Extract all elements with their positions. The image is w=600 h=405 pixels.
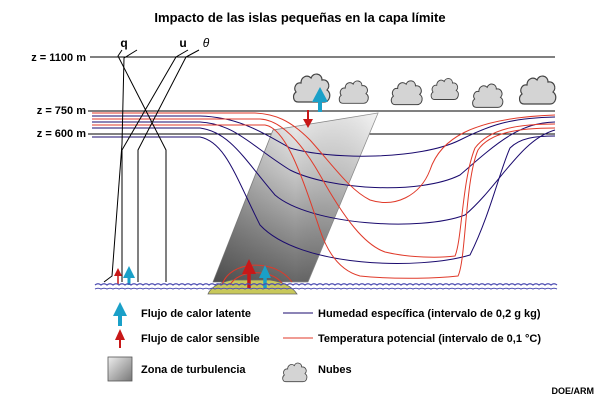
cloud-icon — [471, 83, 504, 109]
legend-turbulence-icon — [107, 356, 133, 382]
cloud-icon — [282, 362, 308, 383]
level-label-750: z = 750 m — [37, 105, 86, 117]
profile-label-u: u — [179, 36, 186, 50]
credit: DOE/ARM — [552, 386, 595, 396]
level-label-600: z = 600 m — [37, 128, 86, 140]
legend-sensible-label: Flujo de calor sensible — [141, 333, 260, 345]
ocean-surface — [94, 283, 558, 290]
legend-sensible-icon — [115, 329, 125, 348]
arrow-up-blue — [123, 266, 135, 285]
arrow-down-red — [303, 110, 313, 128]
level-label-1100: z = 1100 m — [31, 52, 86, 64]
legend-latent-icon — [113, 302, 127, 326]
arrow-up-red — [242, 259, 256, 288]
arrow-up-blue — [312, 87, 328, 112]
profile-label-q: q — [120, 36, 127, 50]
arrow-up-blue — [259, 265, 271, 288]
cloud-icon — [390, 80, 423, 106]
temperature-contours — [92, 112, 556, 279]
profile-label-theta: θ — [203, 36, 210, 50]
page-title: Impacto de las islas pequeñas en la capa… — [154, 10, 445, 25]
heat-dome — [221, 264, 293, 286]
turbulence-zone — [212, 112, 379, 283]
cloud-icon — [338, 80, 369, 104]
legend: Flujo de calor latente Flujo de calor se… — [107, 302, 541, 383]
legend-temperature-label: Temperatura potencial (intervalo de 0,1 … — [318, 333, 541, 345]
humidity-contours — [92, 115, 556, 264]
legend-clouds-label: Nubes — [318, 364, 352, 376]
legend-humidity-label: Humedad específica (intervalo de 0,2 g k… — [318, 308, 541, 320]
cloud-icon — [430, 77, 460, 101]
legend-turbulence-label: Zona de turbulencia — [141, 364, 246, 376]
cloud-icon — [518, 75, 557, 105]
arrow-up-red — [114, 268, 122, 284]
legend-latent-label: Flujo de calor latente — [141, 308, 251, 320]
vertical-profiles — [103, 49, 200, 283]
